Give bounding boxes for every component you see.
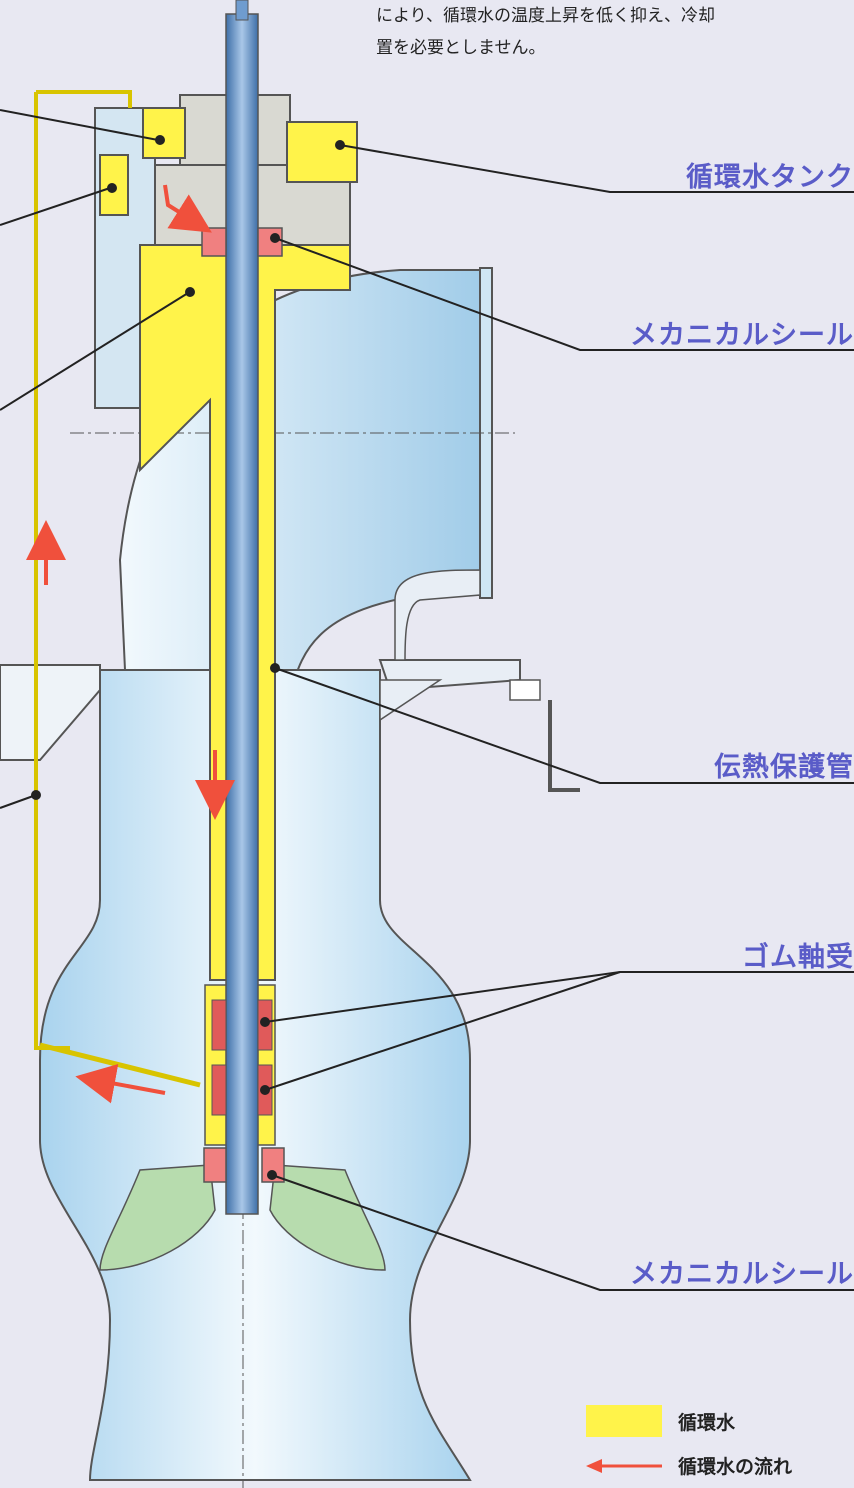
support-bracket bbox=[378, 569, 580, 792]
flow-arrows bbox=[26, 184, 235, 1104]
intro-text: により、循環水の温度上昇を低く抑え、冷却 置を必要としません。 bbox=[376, 0, 854, 64]
main-shaft bbox=[225, 0, 259, 1215]
rubber-bearings bbox=[211, 999, 273, 1116]
callout-circulating-water-tank: 循環水タンク bbox=[686, 162, 854, 193]
leader-lines bbox=[0, 109, 854, 1291]
legend-circulating-water-flow: 循環水の流れ bbox=[586, 1452, 792, 1479]
callout-heat-transfer-protection-tube: 伝熱保護管 bbox=[714, 752, 854, 783]
intro-line-2: 置を必要としません。 bbox=[376, 38, 546, 58]
legend-yellow-swatch bbox=[586, 1405, 662, 1437]
floor-plate-left bbox=[0, 664, 101, 761]
callout-rubber-bearing: ゴム軸受 bbox=[742, 942, 854, 973]
intro-line-1: により、循環水の温度上昇を低く抑え、冷却 bbox=[376, 6, 715, 26]
impeller bbox=[99, 1164, 386, 1271]
callout-mechanical-seal-top: メカニカルシール bbox=[630, 320, 854, 351]
legend-circulating-water-flow-label: 循環水の流れ bbox=[678, 1456, 793, 1478]
legend-flow-arrow-icon bbox=[586, 1458, 662, 1473]
callout-mechanical-seal-bottom: メカニカルシール bbox=[630, 1259, 854, 1290]
legend-circulating-water-label: 循環水 bbox=[678, 1411, 736, 1434]
legend-circulating-water: 循環水 bbox=[586, 1405, 735, 1437]
